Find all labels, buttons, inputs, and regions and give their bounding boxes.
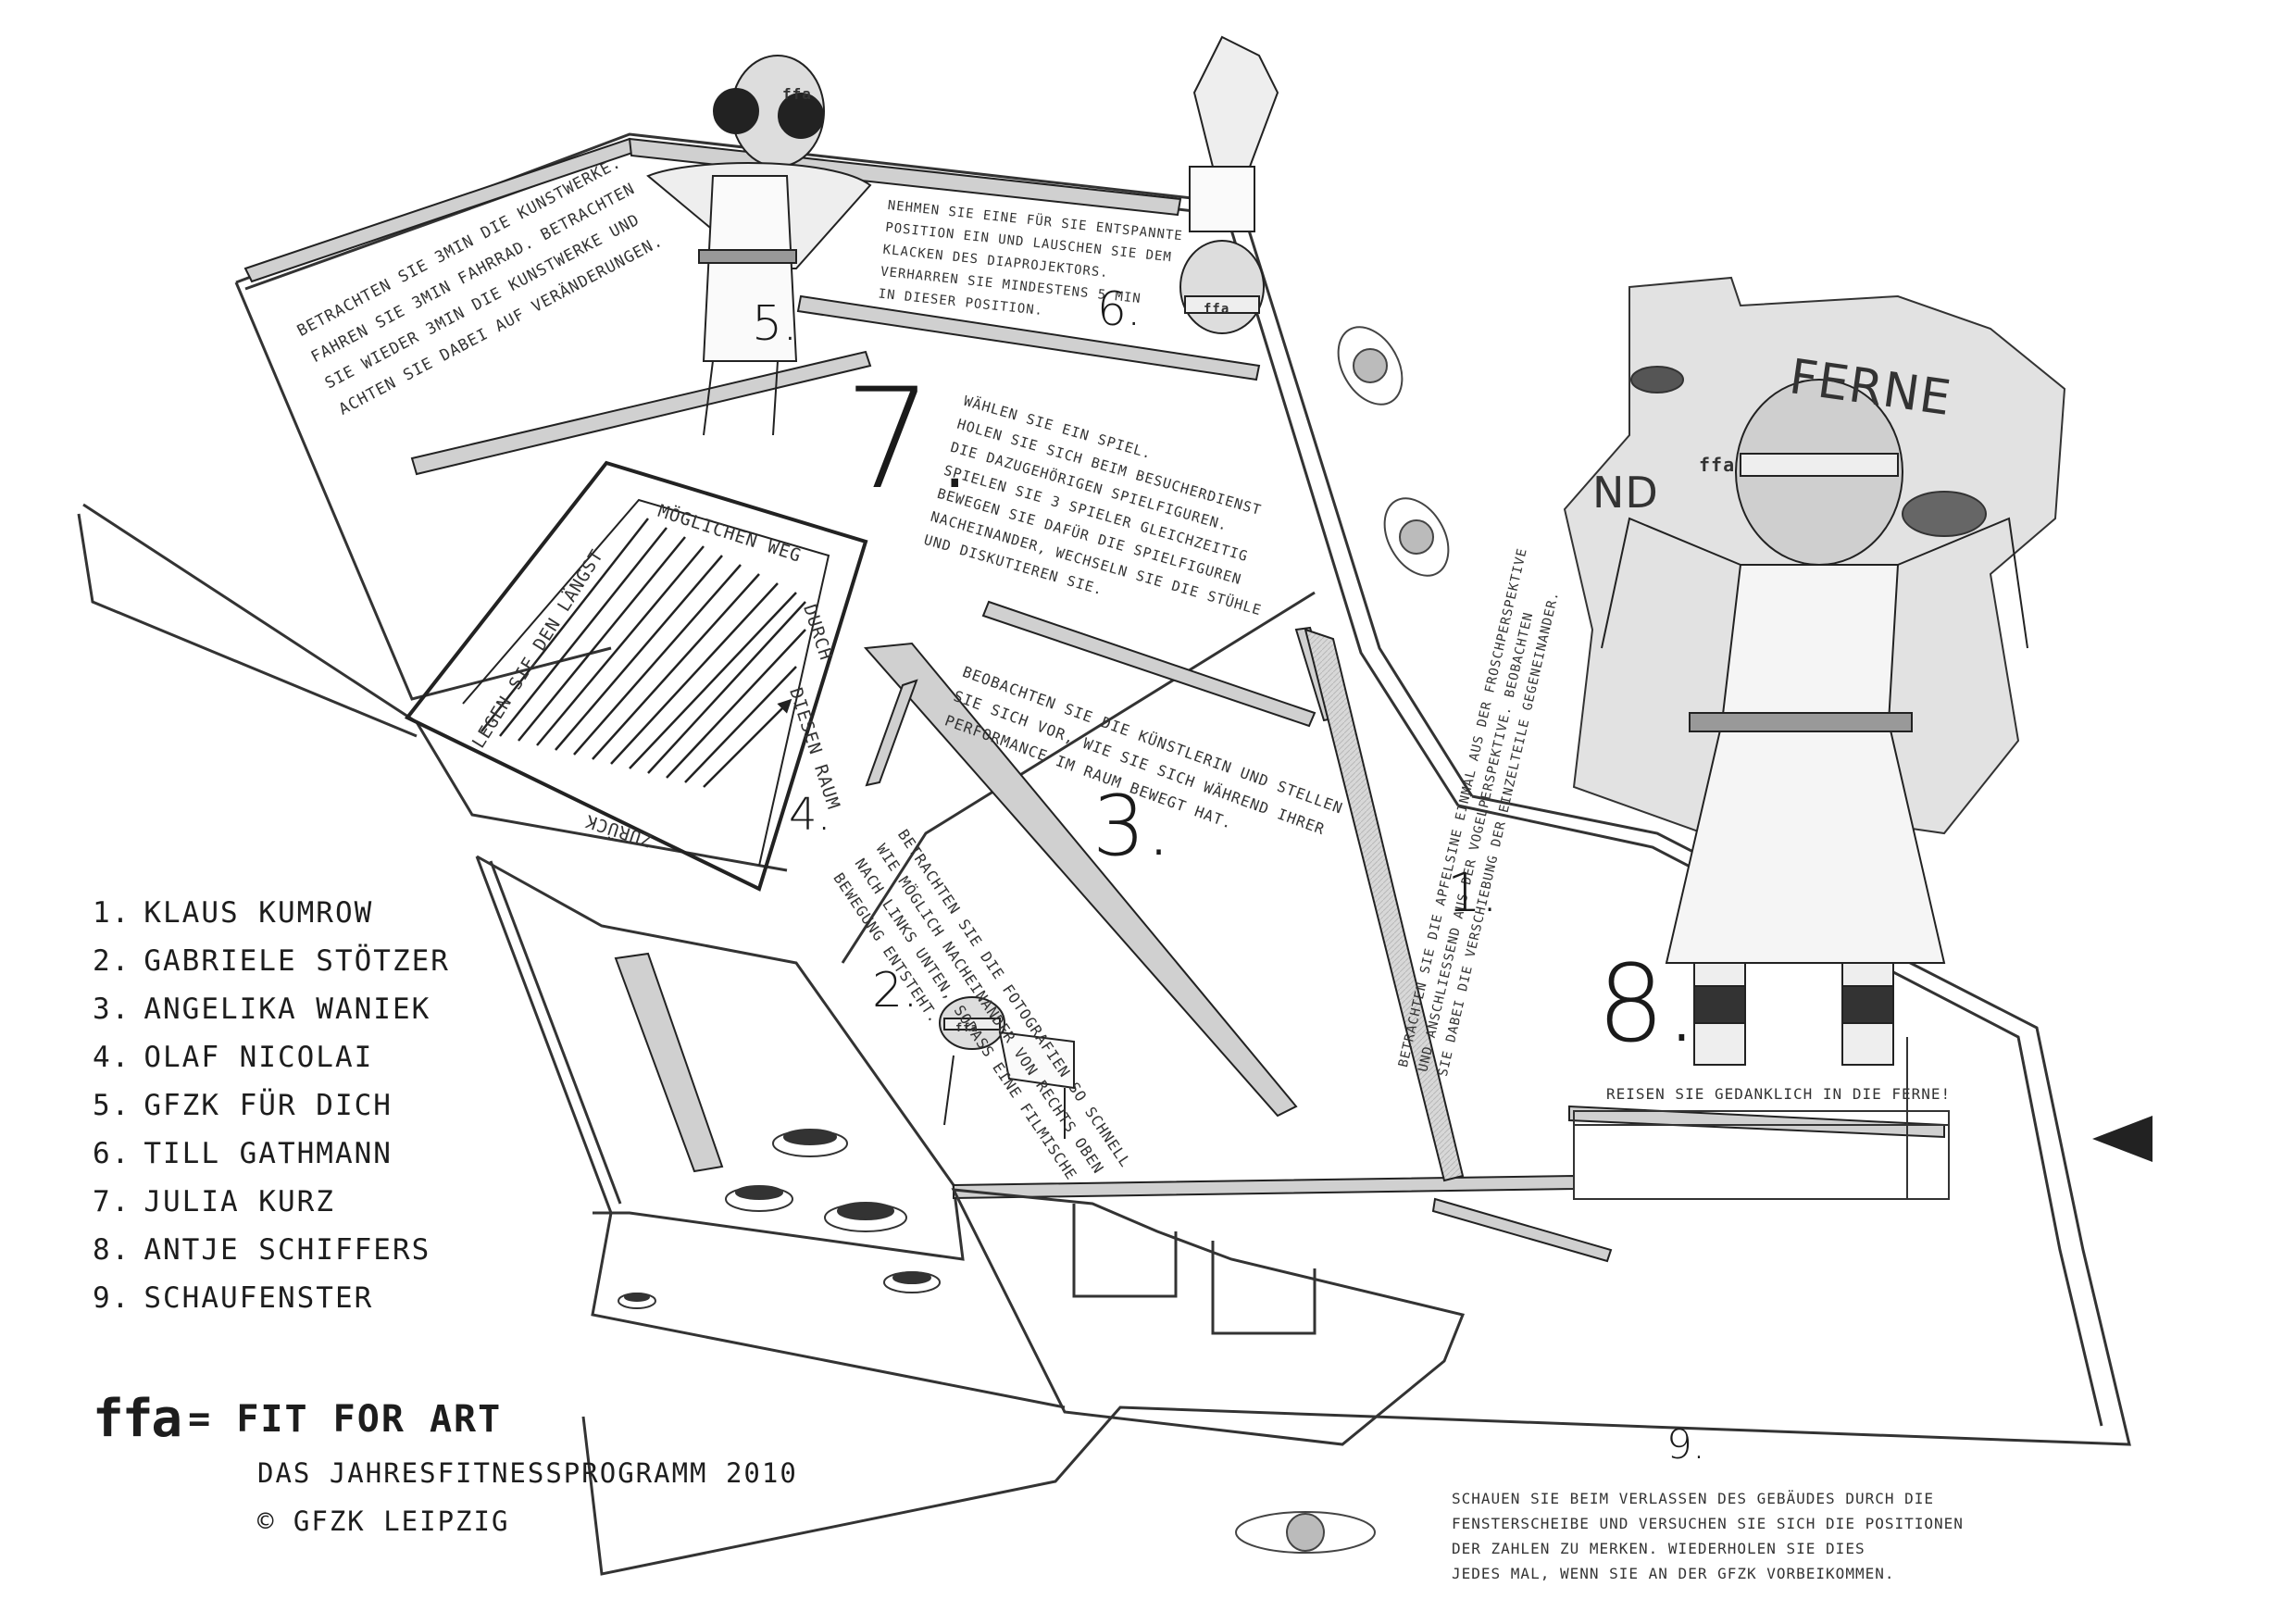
artist-legend: 1.KLAUS KUMROW 2.GABRIELE STÖTZER 3.ANGE… bbox=[93, 889, 450, 1322]
legend-item: 9.SCHAUFENSTER bbox=[93, 1281, 374, 1315]
copyright: © GFZK LEIPZIG bbox=[257, 1505, 510, 1537]
station-4-number: 4. bbox=[789, 789, 831, 841]
station-2-number: 2. bbox=[872, 963, 918, 1018]
legend-item: 1.KLAUS KUMROW bbox=[93, 896, 374, 930]
station-7-number: 7. bbox=[844, 359, 978, 520]
thick-wall-segments bbox=[243, 137, 1945, 1263]
station-5-number: 5. bbox=[752, 296, 798, 352]
headband-label-figure-2: ffa bbox=[955, 1021, 979, 1034]
logo-tagline: = FIT FOR ART bbox=[188, 1397, 503, 1441]
figure-2 bbox=[939, 996, 1075, 1139]
headband-label-figure-8: ffa bbox=[1699, 454, 1736, 476]
bicycle-icon bbox=[1235, 326, 1450, 1554]
coffee-cup-icon bbox=[618, 1129, 941, 1309]
legend-item: 6.TILL GATHMANN bbox=[93, 1137, 393, 1170]
map-word-nd: ND bbox=[1592, 468, 1659, 518]
arrow-left-icon bbox=[2092, 1116, 2152, 1162]
program-footer: ffa = FIT FOR ART DAS JAHRESFITNESSPROGR… bbox=[93, 1389, 796, 1545]
station-9-number: 9. bbox=[1666, 1421, 1705, 1468]
headband-label-figure-6: ffa bbox=[1204, 302, 1230, 317]
legend-item: 3.ANGELIKA WANIEK bbox=[93, 993, 431, 1026]
window-frame-8 bbox=[1573, 1037, 1950, 1200]
figure-8 bbox=[1601, 379, 2028, 1066]
headband-label-figure-5: ffa bbox=[782, 85, 812, 103]
legend-item: 2.GABRIELE STÖTZER bbox=[93, 944, 450, 978]
legend-item: 4.OLAF NICOLAI bbox=[93, 1041, 374, 1074]
maze-room-4 bbox=[404, 460, 868, 892]
legend-item: 8.ANTJE SCHIFFERS bbox=[93, 1233, 431, 1267]
legend-item: 5.GFZK FÜR DICH bbox=[93, 1089, 393, 1122]
station-6-number: 6. bbox=[1097, 282, 1142, 336]
station-1-number: 1. bbox=[1447, 861, 1499, 924]
program-title: DAS JAHRESFITNESSPROGRAMM 2010 bbox=[257, 1457, 798, 1489]
figure-6 bbox=[1179, 35, 1279, 334]
ffa-logo: ffa bbox=[93, 1389, 182, 1449]
room-9-shop bbox=[951, 1188, 1466, 1446]
station-9-text: SCHAUEN SIE BEIM VERLASSEN DES GEBÄUDES … bbox=[1452, 1490, 1964, 1582]
station-8-number: 8. bbox=[1597, 943, 1699, 1067]
logo-row: ffa = FIT FOR ART bbox=[93, 1389, 633, 1449]
map-word-ferne: FERNE bbox=[1786, 349, 1955, 428]
station-3-number: 3. bbox=[1092, 778, 1172, 875]
station-8-text: REISEN SIE GEDANKLICH IN DIE FERNE! bbox=[1606, 1085, 1952, 1103]
legend-item: 7.JULIA KURZ bbox=[93, 1185, 335, 1218]
figure-5 bbox=[646, 55, 872, 436]
